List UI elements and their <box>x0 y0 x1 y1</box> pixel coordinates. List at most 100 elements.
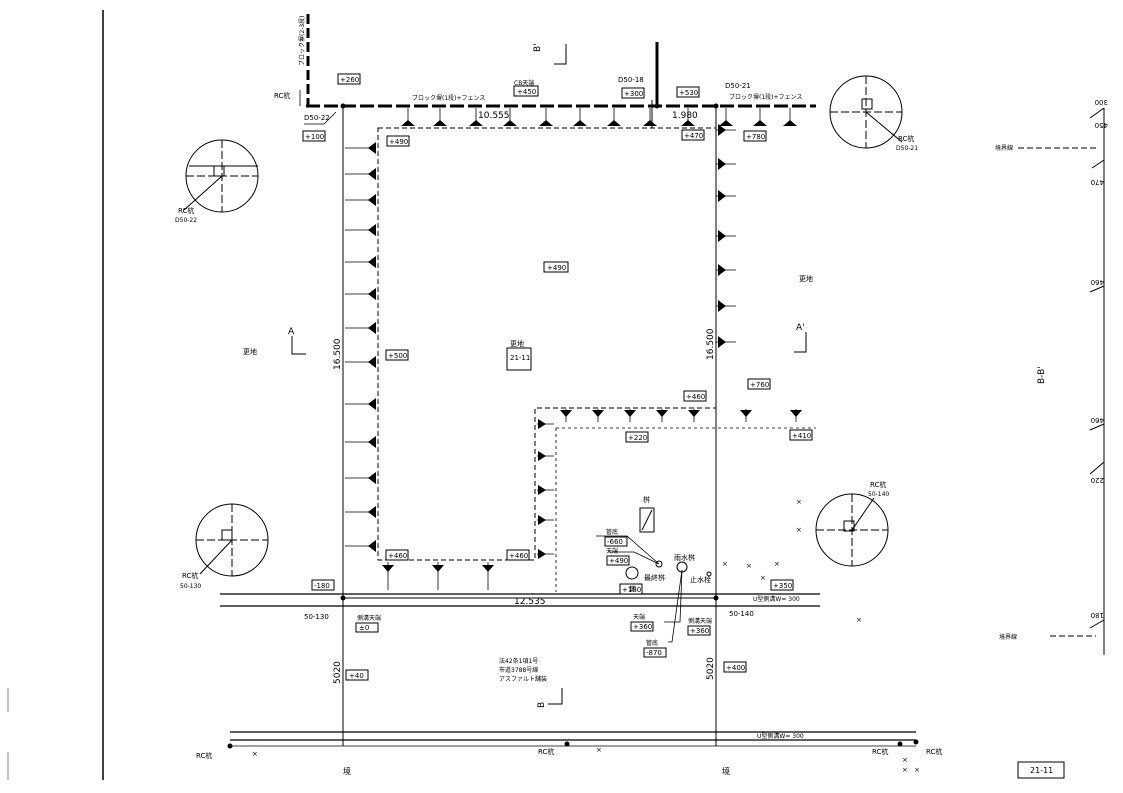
slope-hatches <box>345 108 802 590</box>
elev-220: +220 <box>628 434 647 442</box>
dim-left-height: 16.500 <box>333 338 343 370</box>
elev-410: +410 <box>792 432 811 440</box>
slope-hatch <box>718 230 726 242</box>
profile-470: 470 <box>1091 178 1104 186</box>
label-cb-top: CB天端 <box>514 79 534 87</box>
dim-right-height: 16.500 <box>706 328 716 360</box>
point-d50-18: D50-18 <box>618 76 644 84</box>
svg-text:×: × <box>856 616 862 624</box>
rc-bottom-4: RC杭 <box>926 747 942 756</box>
svg-text:×: × <box>774 560 780 568</box>
point-50-130: 50-130 <box>304 613 329 621</box>
svg-text:×: × <box>902 766 908 774</box>
slope-hatch <box>368 194 376 206</box>
slope-hatch <box>740 410 752 417</box>
label-boundary-b: 境界線 <box>999 633 1017 641</box>
elev-350: +350 <box>773 582 792 590</box>
label-tube: 管底 <box>606 528 618 536</box>
profile-460-b: 460 <box>1091 416 1104 424</box>
label-vacant-right: 更地 <box>799 274 813 283</box>
label-stop-valve: 止水栓 <box>690 575 711 584</box>
elev-760: +760 <box>750 381 769 389</box>
slope-hatch <box>368 288 376 300</box>
rc-bottom-3: RC杭 <box>872 747 888 756</box>
svg-text:×: × <box>902 756 908 764</box>
slope-hatch <box>368 356 376 368</box>
elev-450: +450 <box>517 88 536 96</box>
label-lot-no: 21-11 <box>510 354 530 362</box>
label-section-bb: B-B' <box>1037 366 1047 384</box>
slope-hatch <box>718 336 726 348</box>
svg-text:×: × <box>760 574 766 582</box>
profile-section <box>1018 107 1105 655</box>
slope-hatch <box>368 322 376 334</box>
elev-minus-660: -660 <box>607 538 623 546</box>
rc-detail-bl <box>195 503 269 577</box>
slope-hatch <box>368 142 376 154</box>
slope-hatch <box>368 540 376 552</box>
label-top-a: 天端 <box>606 547 618 555</box>
profile-450: 450 <box>1095 121 1108 129</box>
svg-text:×: × <box>796 498 802 506</box>
dim-top-right: 1.980 <box>672 111 698 121</box>
label-masu-2: 桝 <box>628 585 637 592</box>
label-gutter-top-right: 側溝天端 <box>688 617 712 625</box>
section-a-prime: A' <box>796 323 805 333</box>
rc-bottom-left: RC杭 <box>182 571 198 580</box>
elev-minus-870: -870 <box>646 649 662 657</box>
elev-500: +500 <box>388 352 407 360</box>
slope-hatch <box>783 120 797 126</box>
label-vacant-left: 更地 <box>243 347 257 356</box>
elev-100: +100 <box>305 133 324 141</box>
label-rain-pit: 雨水桝 <box>674 553 695 562</box>
slope-hatch <box>538 549 546 559</box>
slope-hatch <box>719 120 733 126</box>
label-road-2: 市道3788号線 <box>499 666 538 674</box>
dim-right-lower: 5020 <box>706 657 716 680</box>
section-a: A <box>288 327 295 337</box>
rc-top-right-id: D50-21 <box>896 145 918 152</box>
slope-hatch <box>368 506 376 518</box>
elev-360-b: +360 <box>690 627 709 635</box>
slope-hatch <box>503 120 517 126</box>
slope-hatch <box>538 419 546 429</box>
elevation-boxes <box>302 73 1065 779</box>
elev-780: +780 <box>746 133 765 141</box>
rc-bottom-right-id: 50-140 <box>868 491 889 498</box>
rc-top-left-id: D50-22 <box>175 217 197 224</box>
label-block-fence-right: ブロック塀(1段)+フェンス <box>729 93 802 101</box>
section-b-prime: B' <box>533 43 543 52</box>
elev-490-a: +490 <box>389 138 408 146</box>
slope-hatch <box>382 565 394 572</box>
label-boundary-a: 境界線 <box>995 144 1013 152</box>
elev-490-b: +490 <box>547 264 566 272</box>
leader-lines <box>299 90 683 643</box>
scatter-marks: ××× ××× ××× ××× <box>252 498 920 774</box>
slope-hatch <box>573 120 587 126</box>
svg-text:×: × <box>914 766 920 774</box>
slope-hatch <box>401 120 415 126</box>
elev-460-b: +460 <box>388 552 407 560</box>
label-gutter-top-left: 側溝天端 <box>357 614 381 622</box>
section-markers <box>291 44 807 705</box>
rc-detail-tr <box>829 75 903 149</box>
point-d50-22: D50-22 <box>304 114 330 122</box>
profile-300: 300 <box>1095 98 1108 106</box>
slope-hatch <box>718 124 726 136</box>
label-u-gutter-1: U型側溝W= 300 <box>753 595 800 603</box>
rc-detail-br <box>815 493 889 567</box>
label-border-left: 境 <box>343 766 351 776</box>
slope-hatch <box>432 565 444 572</box>
rc-detail-tl <box>183 139 259 213</box>
rc-bottom-2: RC杭 <box>538 747 554 756</box>
label-top-b: 天端 <box>633 613 645 621</box>
slope-hatch <box>560 410 572 417</box>
elev-minus-180: -180 <box>314 582 330 590</box>
elev-460-c: +460 <box>509 552 528 560</box>
slope-hatch <box>624 410 636 417</box>
lot-boundary <box>377 127 717 561</box>
elev-180: +180 <box>622 586 641 594</box>
slope-hatch <box>718 300 726 312</box>
elev-470: +470 <box>684 132 703 140</box>
